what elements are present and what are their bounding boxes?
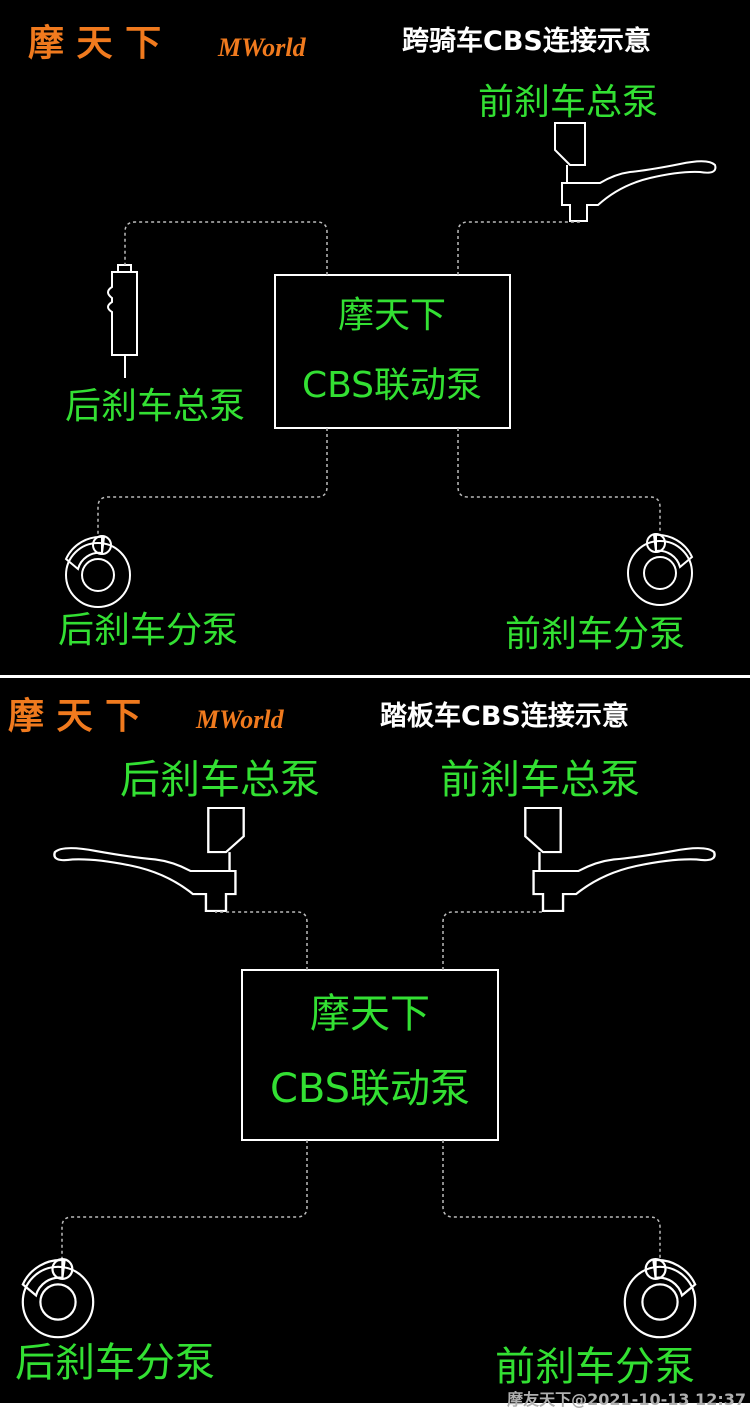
label-rear-master: 后刹车总泵 [65, 386, 245, 427]
rear-brake-lever-icon [53, 806, 245, 913]
pump-label-1: 摩天下 [310, 991, 430, 1037]
hose-rear-caliper [61, 1140, 308, 1260]
front-brake-lever-icon [524, 806, 716, 913]
hose-front-master [442, 911, 545, 970]
label-front-master: 前刹车总泵 [478, 82, 658, 123]
label-rear-caliper: 后刹车分泵 [58, 610, 238, 651]
hose-rear-master [124, 221, 328, 275]
diagram-title: 跨骑车CBS连接示意 [402, 25, 651, 57]
rear-caliper-icon [21, 1257, 95, 1339]
logo-cn: 摩 天 下 [28, 22, 161, 64]
hose-rear-master [215, 911, 308, 970]
rear-caliper-icon [65, 535, 131, 608]
hose-front-caliper [442, 1140, 661, 1260]
panel-straddle: 摩 天 下 MWorld 跨骑车CBS连接示意 前刹车总泵 后刹车总泵 摩天下 … [28, 22, 717, 655]
bottom-strip [0, 1403, 750, 1412]
hose-rear-caliper [97, 428, 328, 535]
pump-label-1: 摩天下 [338, 295, 446, 336]
label-front-master: 前刹车总泵 [440, 757, 640, 803]
label-front-caliper: 前刹车分泵 [505, 614, 685, 655]
cbs-pump-box [241, 969, 499, 1141]
front-brake-lever-icon [554, 122, 717, 222]
panel-scooter: 摩 天 下 MWorld 踏板车CBS连接示意 后刹车总泵 前刹车总泵 摩天下 … [8, 695, 716, 1390]
watermark: 摩友天下@2021-10-13 12:37 [507, 1390, 746, 1409]
cbs-pump-box [274, 274, 511, 429]
logo-cn: 摩 天 下 [8, 695, 141, 737]
front-caliper-icon [623, 1257, 697, 1339]
divider [0, 675, 750, 678]
logo-en: MWorld [217, 33, 307, 62]
hose-front-master [457, 221, 580, 275]
logo-en: MWorld [195, 705, 285, 734]
pump-label-2: CBS联动泵 [270, 1066, 470, 1112]
front-caliper-icon [627, 533, 693, 606]
label-rear-caliper: 后刹车分泵 [15, 1340, 215, 1386]
diagram-title: 踏板车CBS连接示意 [380, 700, 629, 732]
rear-master-cylinder-icon [107, 264, 138, 378]
label-front-caliper: 前刹车分泵 [495, 1344, 695, 1390]
hose-front-caliper [457, 428, 661, 535]
pump-label-2: CBS联动泵 [302, 365, 482, 406]
label-rear-master: 后刹车总泵 [120, 757, 320, 803]
